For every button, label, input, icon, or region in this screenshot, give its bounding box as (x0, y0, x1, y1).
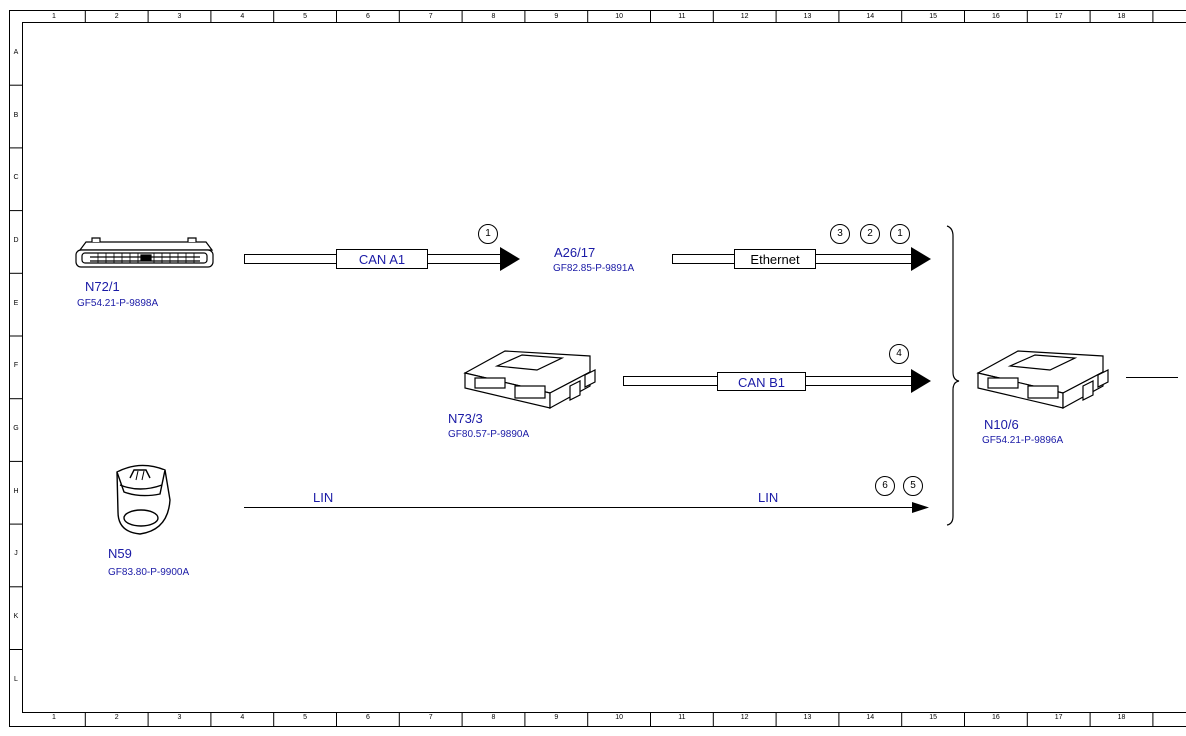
column-number: 9 (554, 13, 559, 20)
column-number: 9 (554, 714, 559, 721)
row-letter: L (14, 675, 18, 683)
bus-group-brace (946, 225, 960, 526)
lin-marker-5: 5 (903, 476, 923, 496)
n10-module-drawing (976, 350, 1109, 410)
column-number: 10 (615, 13, 623, 20)
column-number: 18 (1117, 714, 1126, 721)
column-number: 4 (240, 13, 245, 20)
column-number: 15 (929, 714, 937, 721)
can-a1-label-box (336, 249, 428, 269)
n59-doc-ref[interactable]: GF83.80-P-9900A (108, 567, 190, 578)
n10-doc-ref[interactable]: GF54.21-P-9896A (982, 435, 1064, 446)
column-number: 18 (1117, 13, 1126, 20)
column-number: 11 (678, 13, 686, 20)
column-number: 6 (365, 714, 370, 721)
column-number: 14 (866, 714, 875, 721)
can-a1-label: CAN A1 (358, 252, 406, 267)
can-b1-label: CAN B1 (738, 375, 785, 390)
column-number: 16 (991, 13, 1000, 20)
row-letter: H (13, 487, 19, 495)
column-number: 11 (678, 714, 686, 721)
lin-arrowhead (912, 502, 929, 513)
column-number: 2 (114, 714, 119, 721)
ethernet-marker-2: 2 (860, 224, 880, 244)
column-number: 16 (991, 714, 1000, 721)
n10-label: N10/6 (984, 417, 1019, 432)
column-number: 1 (51, 13, 56, 20)
a26-label: A26/17 (554, 245, 596, 260)
column-number: 17 (1054, 13, 1063, 20)
row-letter: E (13, 299, 19, 307)
n59-label: N59 (108, 546, 132, 561)
ethernet-label-box (734, 249, 816, 269)
a26-doc-ref[interactable]: GF82.85-P-9891A (553, 263, 635, 274)
n73-doc-ref[interactable]: GF80.57-P-9890A (448, 429, 530, 440)
ethernet-marker-3: 3 (830, 224, 850, 244)
column-number: 10 (615, 714, 623, 721)
row-dividers (9, 84, 23, 650)
n72-module-drawing (75, 237, 214, 268)
row-letter: B (13, 111, 19, 119)
column-number: 17 (1054, 714, 1063, 721)
lin-marker-6: 6 (875, 476, 895, 496)
row-letter: K (13, 613, 19, 621)
can-b1-arrowhead (911, 369, 931, 393)
row-letter: D (13, 236, 19, 244)
column-number: 1 (51, 714, 56, 721)
column-number: 3 (177, 13, 182, 20)
column-number: 7 (428, 714, 433, 721)
inner-frame (22, 22, 1186, 713)
column-number: 13 (803, 13, 812, 20)
column-dividers (84, 10, 1154, 727)
n73-label: N73/3 (448, 411, 483, 426)
row-letter: C (13, 174, 19, 182)
row-letter: J (14, 550, 18, 558)
column-number: 13 (803, 714, 812, 721)
n72-doc-ref[interactable]: GF54.21-P-9898A (77, 298, 159, 309)
row-letter: F (13, 362, 19, 370)
n72-label: N72/1 (85, 279, 120, 294)
row-letter: A (13, 48, 19, 56)
column-number: 5 (303, 13, 308, 20)
n59-switch-drawing (116, 464, 171, 535)
lin-label-right: LIN (758, 490, 779, 505)
can-b1-label-box (717, 372, 806, 391)
column-number: 8 (491, 714, 496, 721)
column-number: 3 (177, 714, 182, 721)
outer-frame (9, 10, 1186, 727)
row-letter: G (13, 425, 19, 433)
can-b1-marker-4: 4 (889, 344, 909, 364)
can-a1-arrowhead (500, 247, 520, 271)
ethernet-arrowhead (911, 247, 931, 271)
column-number: 5 (303, 714, 308, 721)
column-number: 12 (740, 714, 749, 721)
can-a1-marker-1: 1 (478, 224, 498, 244)
column-number: 15 (929, 13, 937, 20)
column-number: 14 (866, 13, 875, 20)
n73-module-drawing (463, 350, 596, 410)
ethernet-marker-1: 1 (890, 224, 910, 244)
column-number: 6 (365, 13, 370, 20)
column-number: 12 (740, 13, 749, 20)
column-number: 8 (491, 13, 496, 20)
ethernet-label: Ethernet (750, 252, 800, 267)
column-number: 7 (428, 13, 433, 20)
column-number: 4 (240, 714, 245, 721)
lin-label-left: LIN (313, 490, 334, 505)
column-number: 2 (114, 13, 119, 20)
